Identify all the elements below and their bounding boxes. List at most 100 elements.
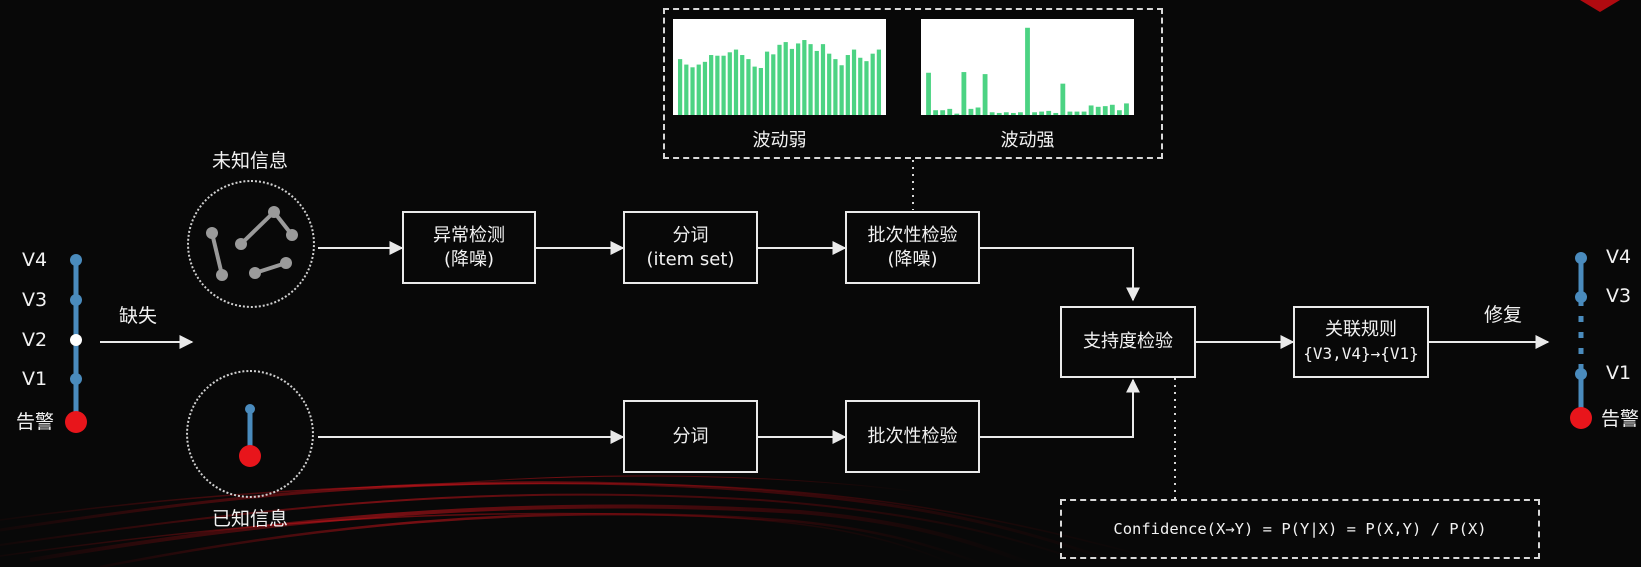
weak-bar	[702, 61, 708, 115]
strong-fluctuation-caption: 波动强	[1000, 130, 1055, 151]
weak-bar	[820, 44, 826, 115]
strong-bar	[1109, 104, 1115, 115]
strong-bar	[975, 107, 981, 115]
strong-bar	[1124, 103, 1129, 115]
weak-bar	[777, 44, 782, 115]
strong-bar	[1025, 27, 1030, 115]
right-node-v4	[1575, 252, 1587, 264]
unknown-info-circle	[187, 180, 315, 308]
support-test-box: 支持度检验	[1060, 306, 1196, 378]
batch-top-subtitle: (降噪)	[887, 248, 938, 270]
strong-bar	[996, 112, 1002, 115]
association-rule-box: 关联规则 {V3,V4}→{V1}	[1293, 306, 1429, 378]
left-node-v1	[70, 373, 82, 385]
known-info-label: 已知信息	[212, 508, 289, 530]
arrow-batch-to-support-top	[980, 247, 1140, 302]
weak-bar	[746, 59, 751, 115]
strong-bar	[1095, 106, 1101, 115]
weak-bar	[858, 57, 863, 115]
strong-bar	[1067, 111, 1073, 115]
strong-bar	[1018, 112, 1023, 115]
right-label-v3: V3	[1606, 285, 1632, 307]
strong-bar	[1039, 111, 1045, 115]
weak-bar	[833, 59, 838, 115]
left-node-v2	[70, 334, 82, 346]
strong-bar	[968, 108, 974, 115]
strong-bar	[926, 72, 931, 115]
strong-bar	[1081, 111, 1087, 115]
left-label-v4: V4	[22, 249, 48, 271]
strong-bar	[1116, 110, 1122, 115]
tokenize-top-subtitle: (item set)	[646, 248, 735, 270]
strong-bar	[1053, 112, 1059, 115]
strong-bar	[961, 72, 967, 115]
tokenize-bottom-title: 分词	[672, 425, 709, 447]
strong-bar	[1046, 110, 1052, 115]
rule-box-expression: {V3,V4}→{V1}	[1303, 344, 1419, 363]
anomaly-detection-box: 异常检测 (降噪)	[402, 211, 536, 284]
left-label-v3: V3	[22, 289, 48, 311]
strong-bar	[982, 74, 988, 115]
tokenize-top-title: 分词	[672, 224, 709, 246]
weak-bar	[864, 61, 869, 115]
fluctuation-panel	[663, 8, 1163, 159]
support-box-title: 支持度检验	[1083, 331, 1173, 352]
weak-fluctuation-chart	[673, 19, 886, 115]
strong-bar	[1102, 106, 1108, 115]
weak-bar	[771, 54, 776, 115]
unknown-info-label: 未知信息	[212, 150, 289, 172]
weak-bar	[814, 50, 819, 115]
anomaly-box-title: 异常检测	[433, 224, 505, 246]
weak-bar	[752, 66, 757, 115]
weak-bar	[789, 48, 795, 115]
strong-fluctuation-chart	[921, 19, 1134, 115]
left-node-v4	[70, 254, 82, 266]
weak-bar	[802, 40, 807, 115]
tokenize-box-bottom: 分词	[623, 400, 758, 473]
weak-bar	[696, 64, 701, 115]
known-info-circle	[186, 370, 314, 498]
left-node-v3	[70, 294, 82, 306]
left-alarm-label: 告警	[16, 411, 55, 433]
strong-bar	[940, 110, 946, 115]
right-label-v1: V1	[1606, 362, 1632, 384]
arrow-batch-to-support-bottom	[980, 378, 1140, 438]
weak-bar	[851, 49, 857, 115]
right-alarm-label: 告警	[1601, 408, 1640, 430]
strong-bar	[954, 113, 960, 115]
right-timeline	[1570, 252, 1592, 429]
weak-bar	[870, 53, 875, 115]
strong-bar	[1010, 112, 1016, 115]
weak-bar	[796, 43, 801, 115]
weak-bar	[876, 49, 881, 115]
right-node-v1	[1575, 368, 1587, 380]
batch-bottom-title: 批次性检验	[867, 425, 958, 447]
repair-label: 修复	[1484, 304, 1523, 326]
weak-bar	[721, 55, 726, 115]
strong-bar	[1088, 105, 1094, 115]
batch-test-box-top: 批次性检验 (降噪)	[845, 211, 980, 284]
strong-bar	[1032, 112, 1037, 115]
weak-bar	[758, 67, 763, 115]
left-timeline	[65, 254, 87, 433]
left-label-v2: V2	[22, 329, 48, 351]
anomaly-box-subtitle: (降噪)	[443, 248, 495, 270]
strong-bar	[1060, 83, 1066, 115]
weak-bar	[715, 55, 720, 115]
weak-bar	[690, 67, 695, 115]
strong-bar	[1003, 112, 1009, 115]
strong-bar	[1074, 111, 1080, 115]
weak-bar	[684, 64, 689, 115]
weak-bar	[740, 55, 745, 115]
confidence-formula: Confidence(X→Y) = P(Y|X) = P(X,Y) / P(X)	[1060, 499, 1540, 559]
left-label-v1: V1	[22, 368, 48, 390]
weak-bar	[727, 52, 732, 115]
weak-fluctuation-caption: 波动弱	[752, 130, 807, 151]
weak-bar	[764, 51, 770, 115]
weak-bar	[827, 53, 832, 115]
left-alarm-node	[65, 411, 87, 433]
weak-bar	[839, 65, 844, 115]
batch-top-title: 批次性检验	[867, 224, 958, 246]
weak-bar	[677, 59, 683, 115]
